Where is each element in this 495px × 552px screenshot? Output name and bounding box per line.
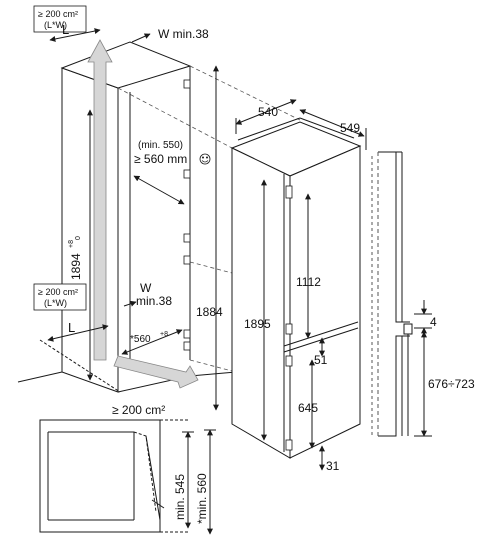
niche-height-tol-plus: +8	[68, 240, 75, 248]
door-profile	[371, 151, 413, 437]
area-mid-line2: (L*W)	[44, 298, 67, 308]
depth-min-note: (min. 550)	[138, 140, 183, 151]
dim-1112-label: 1112	[296, 275, 321, 289]
area-top-line2: (L*W)	[44, 20, 67, 30]
star-560-label: *560	[130, 334, 151, 345]
niche-dimensions	[47, 28, 219, 411]
area-mid-line1: ≥ 200 cm²	[38, 287, 78, 297]
bottom-vent-arrow-icon	[113, 355, 199, 389]
w-mid-line1: W	[140, 281, 152, 295]
smiley-icon	[199, 153, 211, 165]
fridge-hinges	[285, 185, 293, 451]
width-540-label: 540	[258, 105, 278, 119]
dim-51-label: 51	[314, 353, 328, 367]
w-mid-line2: min.38	[136, 294, 172, 308]
dim-676-723-label: 676÷723	[428, 377, 475, 391]
depth-549-label: 549	[340, 121, 360, 135]
cross-section-dimensions	[182, 429, 216, 535]
area-box-top: ≥ 200 cm² (L*W)	[33, 5, 87, 33]
height-1884-label: 1884	[196, 305, 223, 319]
niche-hinges	[183, 79, 191, 351]
dim-4-label: 4	[430, 315, 437, 329]
dim-31-label: 31	[326, 459, 340, 473]
niche-height-tol-zero: 0	[75, 236, 82, 240]
cross-section	[39, 419, 190, 533]
dim-645-label: 645	[298, 401, 318, 415]
star-min-560-label: *min. 560	[195, 473, 209, 524]
bottom-vent-label: ≥ 200 cm²	[112, 403, 165, 417]
niche-height-label: 1894	[69, 253, 83, 280]
airflow-arrow-icon	[87, 39, 113, 361]
area-box-mid: ≥ 200 cm² (L*W)	[33, 283, 87, 311]
l-top-label: L	[62, 22, 69, 37]
star-560-sup: +8	[160, 331, 168, 338]
w-min-top-label: W min.38	[158, 27, 209, 41]
depth-pref-label: ≥ 560 mm	[134, 152, 187, 166]
door-dimensions	[414, 300, 432, 437]
l-mid-label: L	[68, 320, 75, 335]
fridge-dimensions	[235, 99, 367, 471]
area-top-line1: ≥ 200 cm²	[38, 9, 78, 19]
min-545-label: min. 545	[173, 474, 187, 520]
height-1895-label: 1895	[244, 317, 271, 331]
